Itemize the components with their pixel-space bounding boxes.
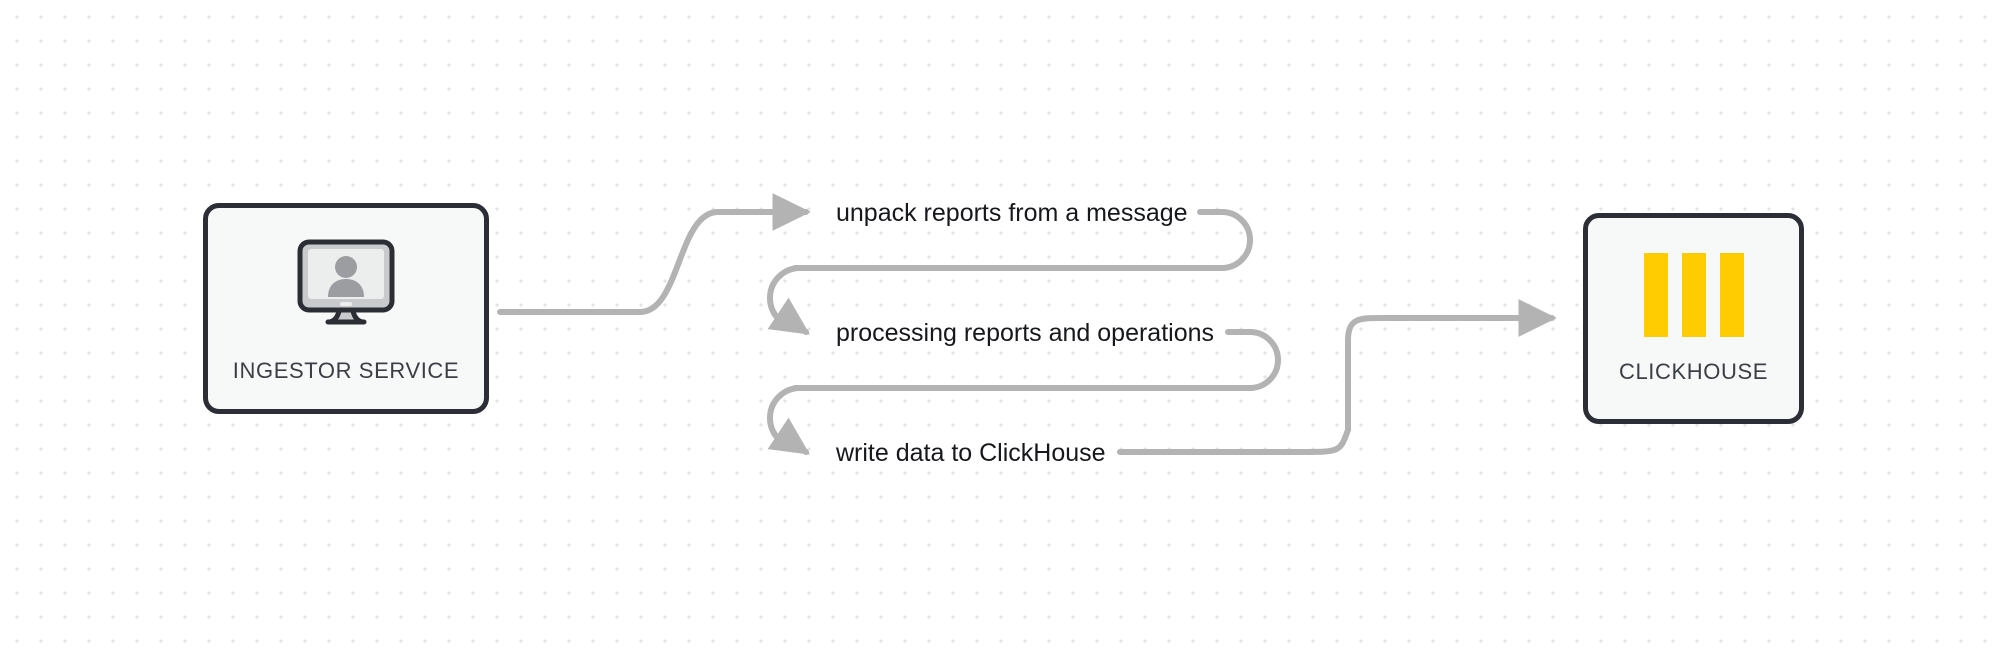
node-ingestor-service[interactable]: INGESTOR SERVICE <box>203 203 489 414</box>
node-clickhouse[interactable]: CLICKHOUSE <box>1583 213 1804 424</box>
edge-label-unpack-reports: unpack reports from a message <box>828 198 1196 230</box>
edge-ingestor-to-row1 <box>497 193 811 315</box>
clickhouse-bar-3 <box>1719 252 1744 337</box>
clickhouse-bar-1 <box>1643 252 1668 337</box>
edge-label-processing-reports: processing reports and operations <box>828 318 1223 350</box>
clickhouse-bar-2 <box>1681 252 1706 337</box>
edge-row1-to-row2 <box>767 265 810 335</box>
clickhouse-logo-icon <box>1638 252 1750 337</box>
monitor-user-icon <box>287 234 405 338</box>
edge-label-write-data: write data to ClickHouse <box>828 438 1114 470</box>
node-ingestor-service-label: INGESTOR SERVICE <box>232 357 460 383</box>
node-clickhouse-label: CLICKHOUSE <box>1618 358 1769 384</box>
edge-row2-to-row3 <box>767 385 810 455</box>
